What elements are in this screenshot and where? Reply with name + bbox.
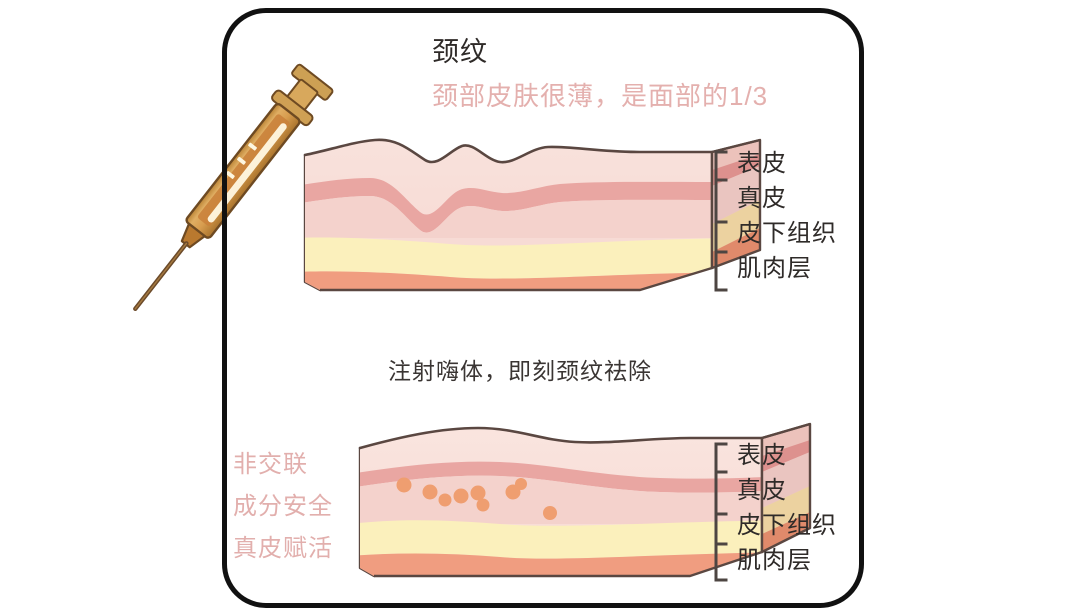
side-note-1: 非交联 (233, 451, 308, 478)
bottom-block-surface-outline (358, 426, 764, 450)
bottom-layer-labels: 表皮 真皮 皮下组织 肌肉层 (737, 438, 837, 578)
syringe-graduations (225, 142, 257, 179)
layer-label-epidermis: 表皮 (737, 150, 787, 177)
page-title: 颈纹 (432, 37, 488, 67)
bottom-skin-block (358, 422, 812, 578)
side-note-2: 成分安全 (233, 493, 333, 520)
layer-label-subcutaneous: 皮下组织 (737, 512, 837, 539)
syringe-highlight (207, 123, 287, 223)
syringe-hub (180, 222, 206, 249)
bottom-block-front-face (360, 428, 762, 576)
top-block-surface-outline (303, 138, 714, 164)
syringe-needle-highlight (134, 242, 188, 310)
middle-caption: 注射嗨体，即刻颈纹祛除 (388, 358, 652, 384)
top-layer-brackets (714, 150, 728, 292)
layer-label-dermis: 真皮 (737, 477, 787, 504)
bottom-block-right-face (760, 422, 812, 554)
bottom-layer-brackets (714, 442, 728, 582)
injected-filler-dots (396, 477, 557, 520)
syringe-fluid (197, 114, 290, 226)
top-block-front-face (305, 139, 712, 290)
layer-label-dermis: 真皮 (737, 185, 787, 212)
top-layer-labels: 表皮 真皮 皮下组织 肌肉层 (737, 146, 837, 286)
layer-label-epidermis: 表皮 (737, 442, 787, 469)
layer-label-muscle: 肌肉层 (737, 255, 812, 282)
layer-label-muscle: 肌肉层 (737, 547, 812, 574)
page-subtitle: 颈部皮肤很薄，是面部的1/3 (432, 81, 769, 111)
top-block-right-face (710, 138, 762, 270)
syringe (133, 63, 334, 311)
side-note-3: 真皮赋活 (233, 535, 333, 562)
top-skin-block (303, 138, 762, 292)
layer-label-subcutaneous: 皮下组织 (737, 220, 837, 247)
